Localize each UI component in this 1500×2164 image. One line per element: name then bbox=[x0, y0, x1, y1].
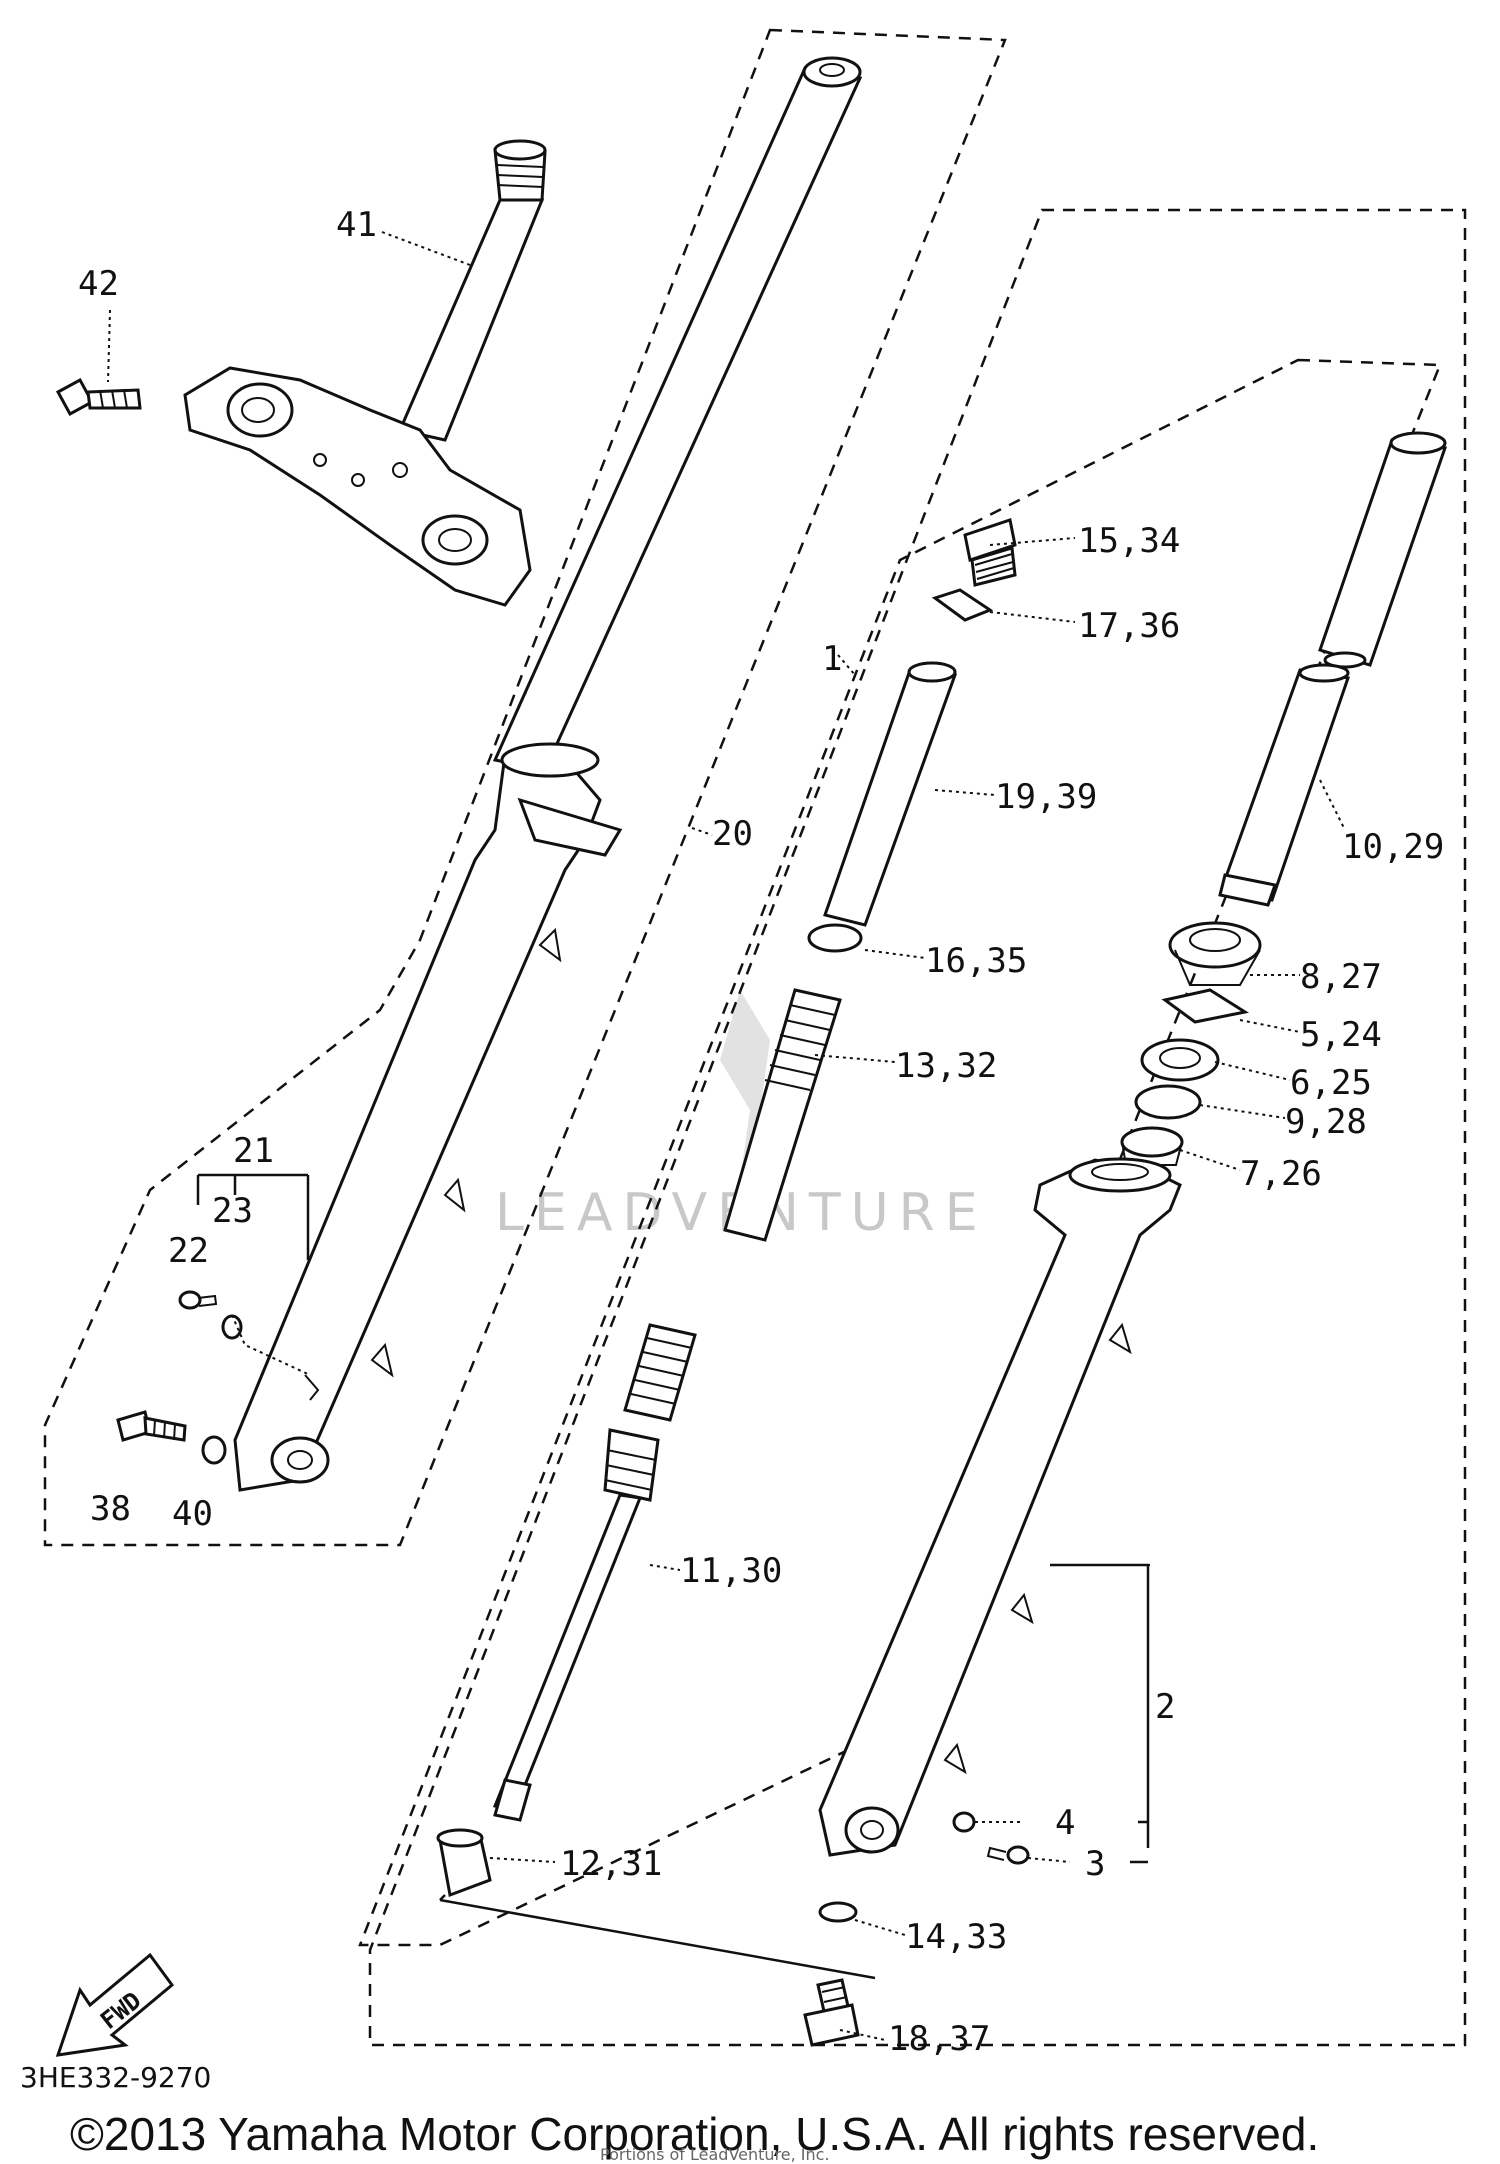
copper-washer-14 bbox=[818, 1901, 858, 1923]
callout-18-37: 18,37 bbox=[888, 2019, 990, 2059]
inner-tube-10 bbox=[1218, 663, 1350, 907]
dust-seal-8 bbox=[1168, 921, 1262, 986]
diagram-code: 3HE332-9270 bbox=[20, 2061, 211, 2094]
copyright-subnote: Portions of LeadVenture, Inc. bbox=[600, 2145, 830, 2164]
left-fork-tube-20 bbox=[492, 56, 863, 772]
washer-40 bbox=[201, 1435, 227, 1465]
fwd-arrow: FWD bbox=[55, 1952, 175, 2057]
callout-labels: 41 42 15,34 17,36 1 19,39 20 10,29 16,35… bbox=[78, 205, 1444, 2059]
callout-38: 38 bbox=[90, 1489, 131, 1529]
callout-3: 3 bbox=[1085, 1844, 1105, 1884]
callout-40: 40 bbox=[172, 1494, 213, 1534]
callout-22: 22 bbox=[168, 1231, 209, 1271]
callout-42: 42 bbox=[78, 264, 119, 304]
callout-13-32: 13,32 bbox=[895, 1046, 997, 1086]
bolt-22 bbox=[178, 1290, 218, 1310]
callout-10-29: 10,29 bbox=[1342, 827, 1444, 867]
leader-lines bbox=[107, 231, 1346, 2041]
washer-16 bbox=[807, 923, 863, 953]
washer-4 bbox=[952, 1811, 976, 1833]
callout-9-28: 9,28 bbox=[1285, 1102, 1367, 1142]
steering-stem bbox=[397, 139, 547, 442]
callout-20: 20 bbox=[712, 814, 753, 854]
bolt-3 bbox=[986, 1845, 1030, 1865]
callout-11-30: 11,30 bbox=[680, 1551, 782, 1591]
bolt-42 bbox=[55, 377, 142, 417]
fwd-arrow-shape bbox=[55, 1952, 175, 2057]
copyright-notice: ©2013 Yamaha Motor Corporation, U.S.A. A… bbox=[70, 2108, 1319, 2160]
callout-19-39: 19,39 bbox=[995, 777, 1097, 817]
oil-lock-piece-12 bbox=[436, 1828, 492, 1898]
under-bracket bbox=[183, 366, 532, 607]
callout-23: 23 bbox=[212, 1191, 253, 1231]
left-outer-tube bbox=[233, 742, 623, 1492]
damper-rod-11 bbox=[492, 1428, 660, 1822]
washer-9 bbox=[1134, 1084, 1202, 1120]
bolt-18 bbox=[803, 1978, 860, 2047]
callout-1: 1 bbox=[822, 639, 842, 679]
spacer-19 bbox=[823, 661, 958, 927]
callout-14-33: 14,33 bbox=[905, 1917, 1007, 1957]
callout-7-26: 7,26 bbox=[1240, 1154, 1322, 1194]
callout-2: 2 bbox=[1155, 1687, 1175, 1727]
callout-17-36: 17,36 bbox=[1078, 606, 1180, 646]
callout-41: 41 bbox=[336, 205, 377, 245]
callout-12-31: 12,31 bbox=[560, 1844, 662, 1884]
o-ring-17 bbox=[931, 588, 994, 622]
callout-16-35: 16,35 bbox=[925, 941, 1027, 981]
callout-21: 21 bbox=[233, 1131, 274, 1171]
callout-4: 4 bbox=[1055, 1803, 1075, 1843]
spring-13 bbox=[723, 988, 842, 1242]
callout-5-24: 5,24 bbox=[1300, 1015, 1382, 1055]
left-assembly-boundary bbox=[43, 28, 1007, 1547]
callout-8-27: 8,27 bbox=[1300, 957, 1382, 997]
spring-lower bbox=[623, 1323, 697, 1422]
clip-5 bbox=[1161, 988, 1249, 1024]
bolt-38 bbox=[116, 1410, 187, 1442]
callout-6-25: 6,25 bbox=[1290, 1063, 1372, 1103]
center-assembly-boundary bbox=[358, 358, 1442, 1947]
right-outer-tube-2 bbox=[818, 1157, 1182, 1857]
oil-seal-6 bbox=[1140, 1038, 1220, 1082]
bracket-lines bbox=[196, 1173, 1150, 1980]
washer-23 bbox=[221, 1314, 243, 1340]
cap-bolt-15 bbox=[963, 518, 1017, 587]
inner-tube-upper bbox=[1318, 431, 1448, 669]
callout-15-34: 15,34 bbox=[1078, 521, 1180, 561]
